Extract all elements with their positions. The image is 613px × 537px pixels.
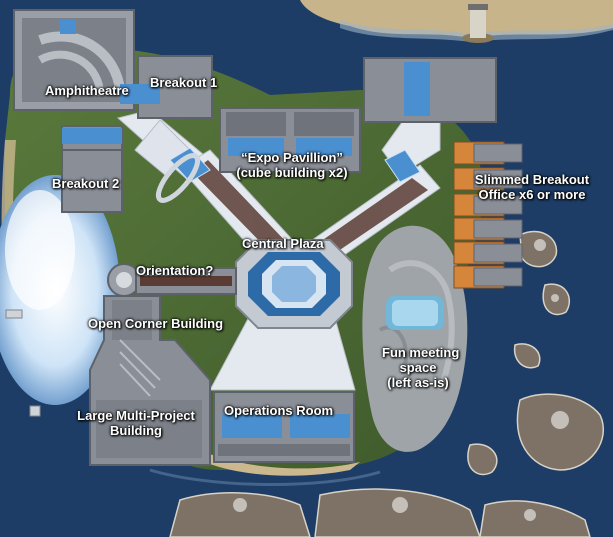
label-fun-line-3: (left as-is)	[387, 375, 449, 390]
label-breakout-1: Breakout 1	[150, 75, 218, 90]
label-large-line-1: Large Multi-Project	[77, 408, 195, 423]
northeast-shore	[340, 20, 613, 42]
central-plaza	[235, 239, 353, 329]
glass-tubes	[169, 147, 421, 183]
label-central-plaza: Central Plaza	[242, 236, 324, 251]
label-breakout-2: Breakout 2	[52, 176, 120, 191]
label-large-multi-project: Large Multi-Project Building	[66, 408, 206, 438]
label-amphitheatre: Amphitheatre	[45, 83, 129, 98]
label-orientation: Orientation?	[136, 263, 214, 278]
label-open-corner: Open Corner Building	[88, 316, 224, 331]
gate-ring	[155, 153, 201, 203]
amphitheatre	[13, 9, 135, 111]
label-fun-line-2: space	[399, 360, 437, 375]
west-dock	[5, 309, 41, 417]
label-expo-pavillion: “Expo Pavillion” (cube building x2)	[214, 150, 370, 180]
label-slimmed-line-2: Office x6 or more	[478, 187, 586, 202]
label-expo-line-1: “Expo Pavillion”	[241, 150, 343, 165]
label-expo-line-2: (cube building x2)	[236, 165, 348, 180]
road-strips	[192, 160, 428, 258]
south-beach	[190, 450, 360, 476]
label-operations-room: Operations Room	[224, 403, 334, 418]
breakout-1	[120, 55, 213, 119]
expo-pavillion	[219, 107, 361, 173]
label-slimmed-breakout: Slimmed Breakout Office x6 or more	[464, 172, 600, 202]
label-large-line-2: Building	[110, 423, 162, 438]
slimmed-breakout-offices	[453, 141, 523, 289]
orientation-building	[107, 263, 237, 297]
south-waterline	[149, 468, 381, 486]
label-fun-line-1: Fun meeting	[382, 345, 460, 360]
large-multi-project-building	[89, 295, 211, 466]
northeast-building	[363, 57, 497, 123]
breakout-2	[61, 125, 123, 213]
lighthouse-icon	[462, 4, 494, 43]
operations-room	[213, 391, 355, 463]
label-slimmed-line-1: Slimmed Breakout	[474, 172, 590, 187]
label-fun-meeting: Fun meeting space (left as-is)	[382, 345, 460, 390]
